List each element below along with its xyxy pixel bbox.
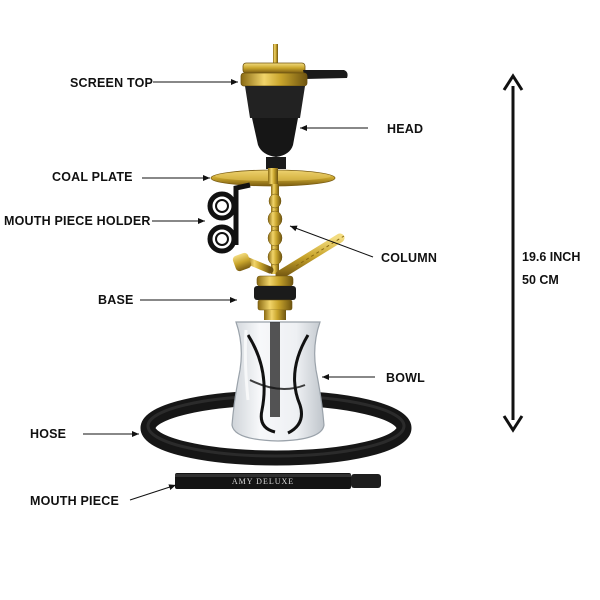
head <box>245 86 305 169</box>
label-screen-top: SCREEN TOP <box>70 76 154 90</box>
mouth-piece-holder <box>207 182 251 254</box>
label-mouth-piece: MOUTH PIECE <box>30 494 120 508</box>
brand-engraving: AMY DELUXE <box>232 477 294 486</box>
bowl <box>231 321 325 442</box>
label-base: BASE <box>98 293 134 307</box>
base <box>254 275 296 320</box>
coal-plate <box>210 168 336 187</box>
label-coal-plate: COAL PLATE <box>52 170 133 184</box>
label-hose: HOSE <box>30 427 67 441</box>
mouth-piece: AMY DELUXE <box>175 473 381 489</box>
label-bowl: BOWL <box>386 371 425 385</box>
height-arrow <box>502 73 524 433</box>
column <box>232 184 345 280</box>
label-head: HEAD <box>387 122 424 136</box>
screen-top <box>240 44 348 87</box>
label-mouth-piece-holder: MOUTH PIECE HOLDER <box>4 214 151 228</box>
height-cm: 50 CM <box>522 273 559 287</box>
label-column: COLUMN <box>381 251 438 265</box>
height-inch: 19.6 INCH <box>522 250 581 264</box>
label-arrows <box>83 79 375 501</box>
